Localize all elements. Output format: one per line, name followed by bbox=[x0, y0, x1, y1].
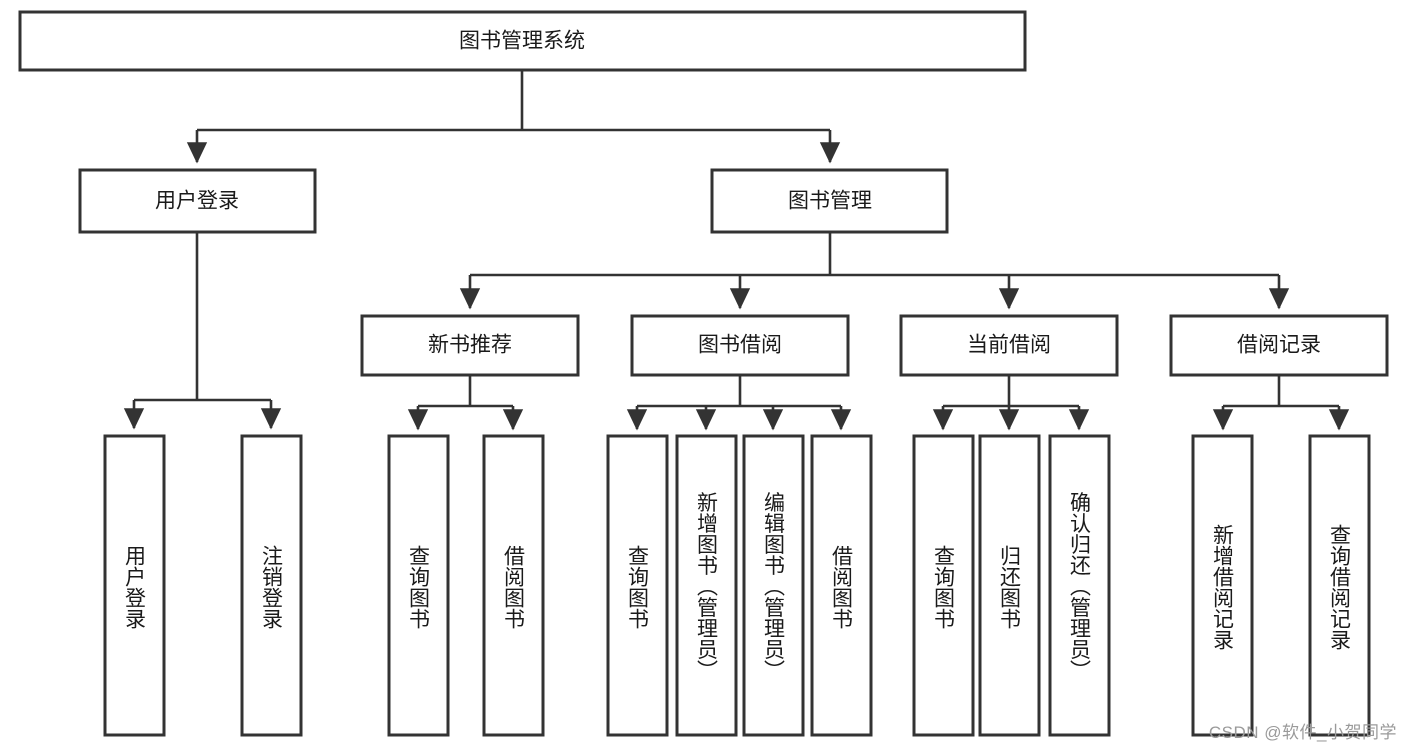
node-leaf-query-book-1-box[interactable] bbox=[387, 434, 450, 737]
node-book-management-label: 图书管理 bbox=[788, 190, 872, 213]
node-leaf-logout-box[interactable] bbox=[240, 434, 303, 737]
node-leaf-edit-book-box[interactable] bbox=[742, 434, 805, 737]
node-leaf-edit-book-label: 编辑图书（管理员） bbox=[762, 492, 786, 681]
connector-new-book-recommend-to-leaves bbox=[407, 375, 524, 431]
node-leaf-query-book-1[interactable]: 查询图书 bbox=[387, 434, 450, 737]
connector-book-borrow-to-leaves bbox=[626, 375, 852, 431]
node-leaf-confirm-return-box[interactable] bbox=[1048, 434, 1111, 737]
node-leaf-return-book-box[interactable] bbox=[978, 434, 1041, 737]
node-leaf-query-book-3-box[interactable] bbox=[912, 434, 975, 737]
node-leaf-add-book-label: 新增图书（管理员） bbox=[695, 492, 719, 681]
node-new-book-recommend-box[interactable] bbox=[360, 314, 580, 377]
node-leaf-user-login[interactable]: 用户登录 bbox=[103, 434, 166, 737]
connector-book-management-to-level3 bbox=[459, 232, 1290, 310]
node-leaf-query-book-1-label: 查询图书 bbox=[407, 545, 431, 629]
node-leaf-query-record[interactable]: 查询借阅记录 bbox=[1308, 434, 1371, 737]
node-leaf-query-record-box[interactable] bbox=[1308, 434, 1371, 737]
node-leaf-user-login-label: 用户登录 bbox=[123, 545, 147, 629]
connector-user-login-to-leaves bbox=[123, 232, 282, 430]
node-leaf-add-record-box[interactable] bbox=[1191, 434, 1254, 737]
node-leaf-add-book-box[interactable] bbox=[675, 434, 738, 737]
connector-borrow-record-to-leaves bbox=[1212, 375, 1350, 431]
node-borrow-record-label: 借阅记录 bbox=[1237, 334, 1321, 357]
node-current-borrow-label: 当前借阅 bbox=[967, 334, 1051, 357]
node-borrow-record-box[interactable] bbox=[1169, 314, 1389, 377]
node-leaf-query-book-2-box[interactable] bbox=[606, 434, 669, 737]
node-leaf-borrow-book-2-box[interactable] bbox=[810, 434, 873, 737]
node-user-login-label: 用户登录 bbox=[155, 190, 239, 213]
node-new-book-recommend[interactable]: 新书推荐 bbox=[360, 314, 580, 377]
node-leaf-query-book-3-label: 查询图书 bbox=[932, 545, 956, 629]
node-leaf-query-book-2-label: 查询图书 bbox=[626, 545, 650, 629]
node-leaf-query-book-3[interactable]: 查询图书 bbox=[912, 434, 975, 737]
node-user-login[interactable]: 用户登录 bbox=[78, 168, 317, 234]
node-current-borrow-box[interactable] bbox=[899, 314, 1119, 377]
node-leaf-query-record-label: 查询借阅记录 bbox=[1328, 524, 1352, 650]
node-user-login-box[interactable] bbox=[78, 168, 317, 234]
node-leaf-edit-book[interactable]: 编辑图书（管理员） bbox=[742, 434, 805, 737]
node-leaf-borrow-book-1[interactable]: 借阅图书 bbox=[482, 434, 545, 737]
node-book-borrow-label: 图书借阅 bbox=[698, 334, 782, 357]
node-borrow-record[interactable]: 借阅记录 bbox=[1169, 314, 1389, 377]
node-leaf-confirm-return-label: 确认归还（管理员） bbox=[1068, 492, 1092, 681]
node-book-borrow[interactable]: 图书借阅 bbox=[630, 314, 850, 377]
node-leaf-return-book-label: 归还图书 bbox=[998, 545, 1022, 629]
connector-current-borrow-to-leaves bbox=[932, 375, 1090, 431]
node-root-label: 图书管理系统 bbox=[459, 30, 585, 53]
node-leaf-borrow-book-2[interactable]: 借阅图书 bbox=[810, 434, 873, 737]
node-leaf-query-book-2[interactable]: 查询图书 bbox=[606, 434, 669, 737]
node-leaf-borrow-book-2-label: 借阅图书 bbox=[830, 545, 854, 629]
connector-root-to-level2 bbox=[186, 70, 841, 164]
node-book-borrow-box[interactable] bbox=[630, 314, 850, 377]
node-book-management[interactable]: 图书管理 bbox=[710, 168, 949, 234]
node-leaf-logout[interactable]: 注销登录 bbox=[240, 434, 303, 737]
node-book-management-box[interactable] bbox=[710, 168, 949, 234]
node-leaf-logout-label: 注销登录 bbox=[260, 545, 284, 629]
node-leaf-borrow-book-1-label: 借阅图书 bbox=[502, 545, 526, 629]
node-root[interactable]: 图书管理系统 bbox=[18, 10, 1027, 72]
node-leaf-user-login-box[interactable] bbox=[103, 434, 166, 737]
node-leaf-add-book[interactable]: 新增图书（管理员） bbox=[675, 434, 738, 737]
node-leaf-confirm-return[interactable]: 确认归还（管理员） bbox=[1048, 434, 1111, 737]
node-leaf-add-record-label: 新增借阅记录 bbox=[1211, 524, 1235, 650]
node-current-borrow[interactable]: 当前借阅 bbox=[899, 314, 1119, 377]
node-root-box[interactable] bbox=[18, 10, 1027, 72]
node-leaf-borrow-book-1-box[interactable] bbox=[482, 434, 545, 737]
node-leaf-return-book[interactable]: 归还图书 bbox=[978, 434, 1041, 737]
node-leaf-add-record[interactable]: 新增借阅记录 bbox=[1191, 434, 1254, 737]
node-new-book-recommend-label: 新书推荐 bbox=[428, 334, 512, 357]
